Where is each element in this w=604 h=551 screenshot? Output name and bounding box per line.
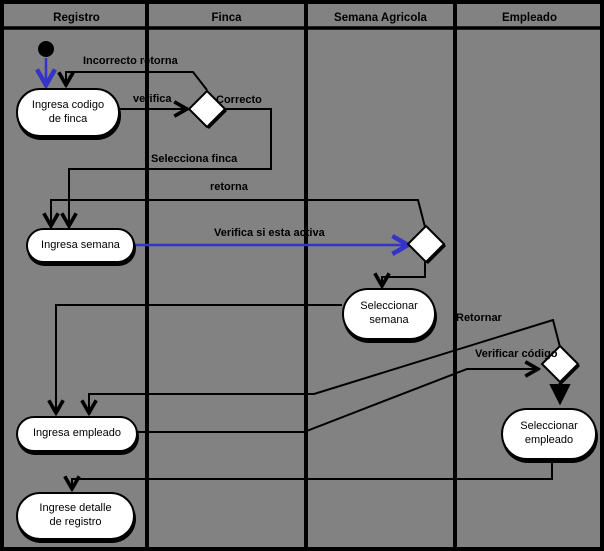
edge-label-retornar: Retornar [456, 312, 502, 324]
decision-semana-diamond [406, 224, 446, 264]
diagram-wires [4, 4, 600, 547]
flow-correcto-selecciona-finca [69, 108, 272, 225]
activity-seleccionar-semana: Seleccionar semana [342, 288, 436, 340]
initial-node [38, 41, 54, 57]
edge-label-retorna: retorna [210, 181, 248, 193]
edge-label-selecciona-finca: Selecciona finca [151, 153, 238, 165]
lane-header-semana-agricola: Semana Agricola [334, 11, 427, 24]
lane-header-finca: Finca [211, 11, 242, 24]
activity-seleccionar-empleado: Seleccionar empleado [501, 408, 597, 460]
lane-header-registro: Registro [53, 11, 100, 24]
edge-label-incorrecto-retorna: Incorrecto retorna [83, 55, 178, 67]
activity-ingrese-detalle-registro: Ingrese detalle de registro [16, 492, 135, 540]
flow-seleccionar-semana-to-ingresa-empleado [56, 304, 342, 412]
flow-incorrecto-retorna [66, 71, 208, 91]
edge-label-verifica: verifica [133, 93, 172, 105]
edge-label-correcto: Correcto [216, 94, 262, 106]
activity-ingresa-semana: Ingresa semana [26, 228, 135, 263]
activity-ingresa-codigo-finca: Ingresa codigo de finca [16, 88, 120, 137]
flow-seleccionar-empleado-to-detalle [72, 460, 553, 488]
flow-verificar-codigo [138, 369, 537, 433]
activity-ingresa-empleado: Ingresa empleado [16, 416, 138, 452]
edge-label-verifica-si-esta-activa: Verifica si esta activa [214, 227, 325, 239]
decision-empleado-diamond [540, 344, 580, 384]
lane-header-empleado: Empleado [502, 11, 557, 24]
flow-decision-to-seleccionar-semana [382, 262, 426, 285]
edge-label-verificar-codigo: Verificar código [475, 348, 558, 360]
flow-retornar [89, 318, 561, 412]
decision-finca-diamond [187, 89, 227, 129]
flow-retorna [51, 199, 426, 227]
